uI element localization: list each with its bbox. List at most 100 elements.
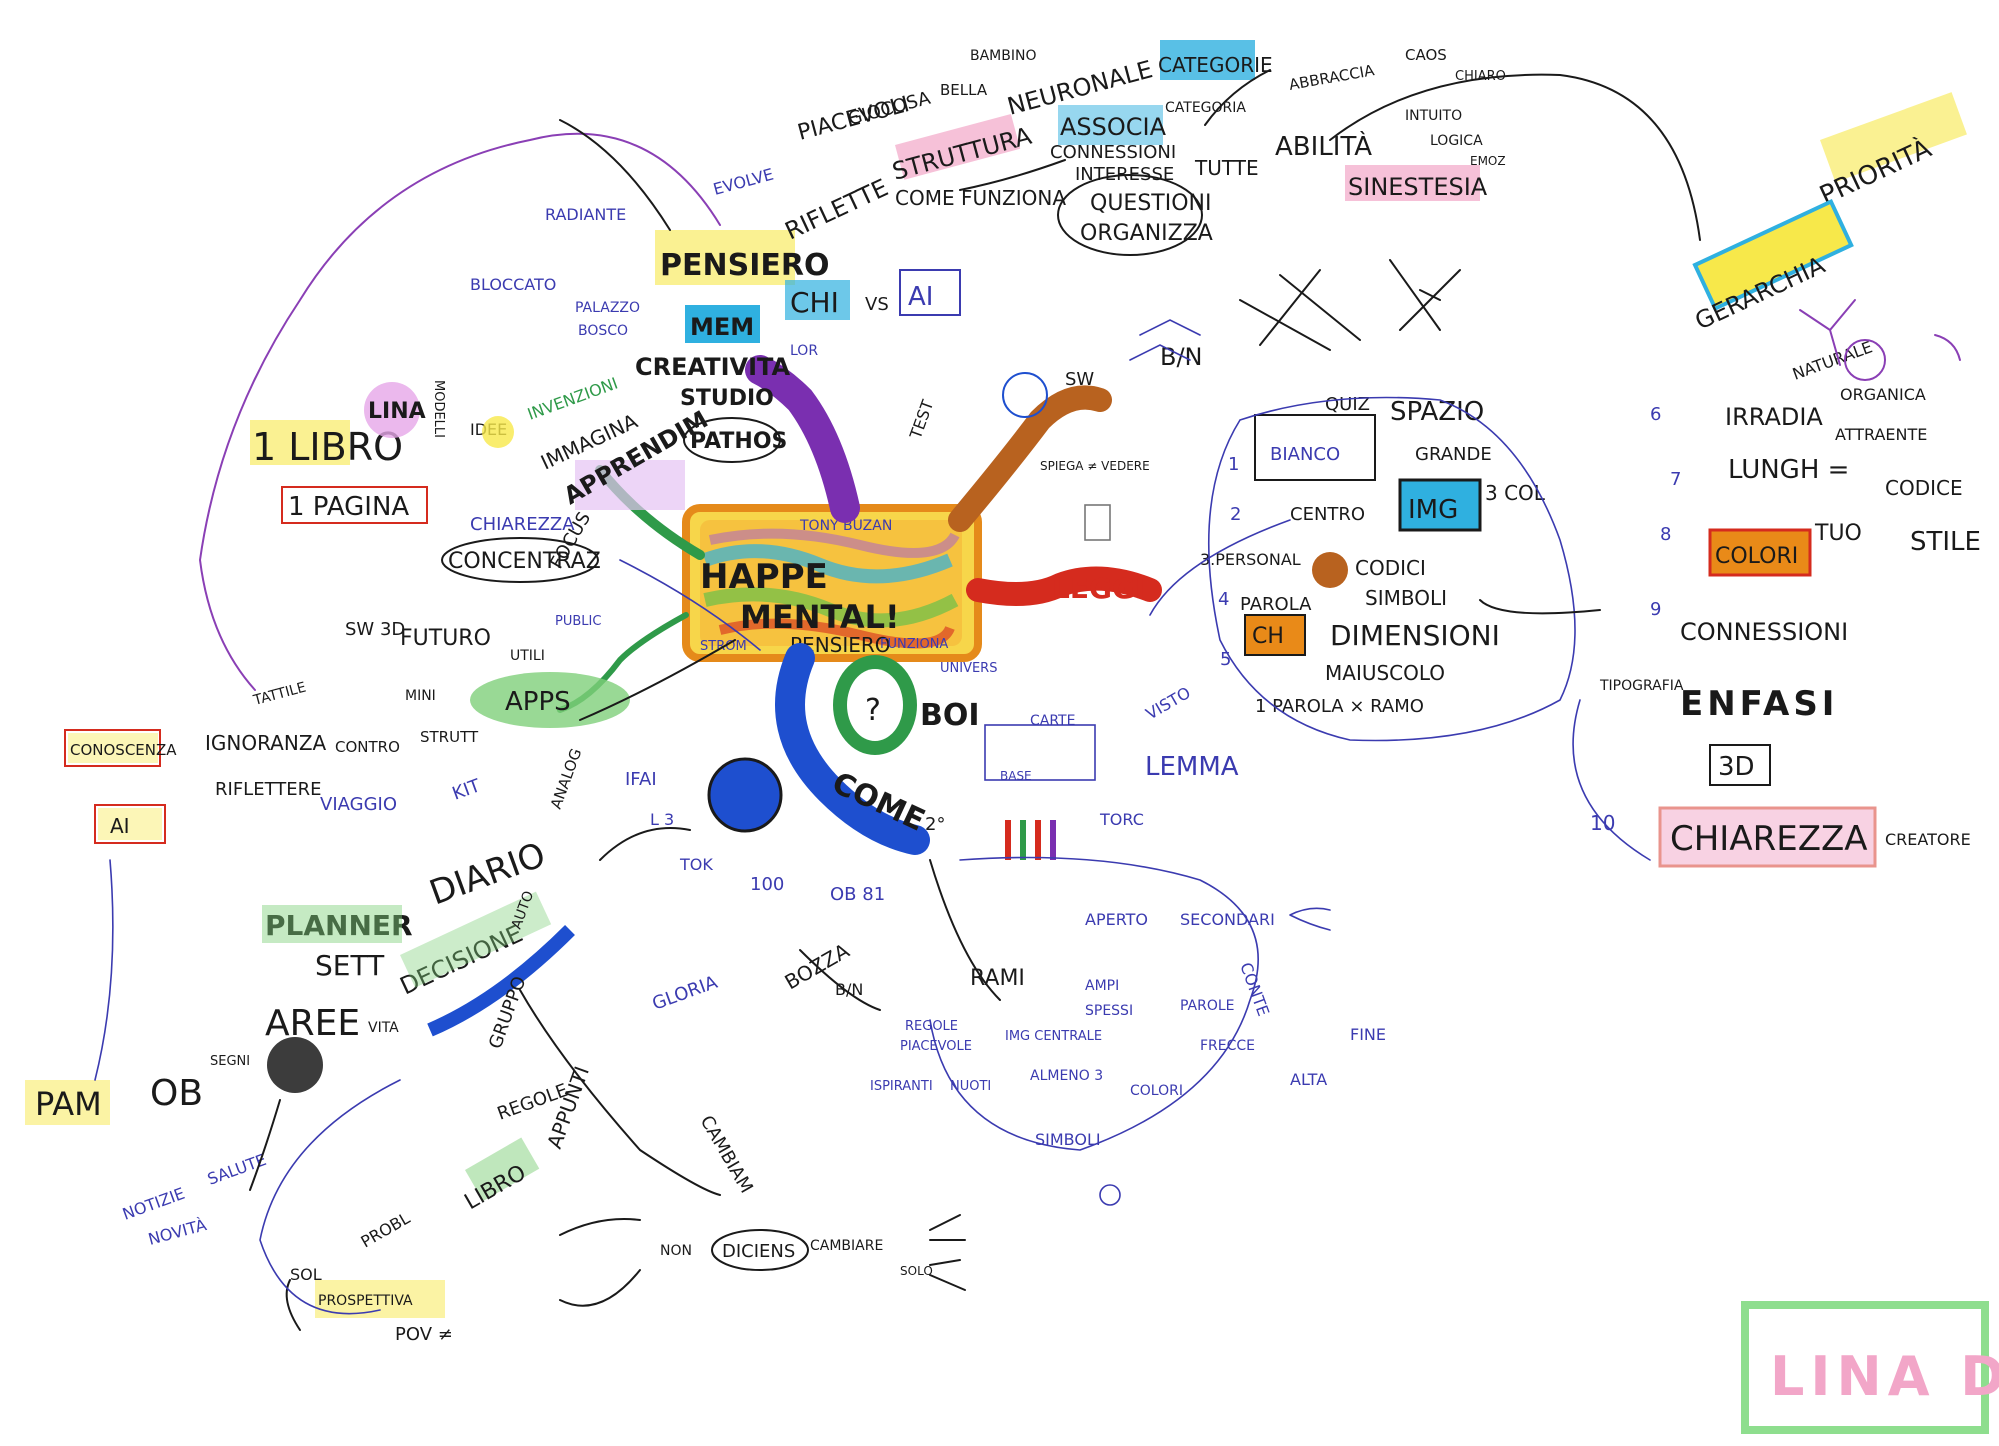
- label-tipografia: TIPOGRAFIA: [1599, 678, 1684, 694]
- label-tutte: TUTTE: [1194, 156, 1259, 180]
- label-parole: PAROLE: [1180, 998, 1235, 1014]
- label-carte: CARTE: [1030, 713, 1075, 729]
- label-3col: 3 COL: [1485, 481, 1546, 505]
- lower-right-cluster: CARTE BASE TORC VISTO LEMMA APERTO SECON…: [870, 683, 1386, 1206]
- label-sw: SW: [1065, 369, 1094, 390]
- label-conte: CONTE: [1236, 960, 1273, 1019]
- label-100: 100: [750, 874, 784, 895]
- label-ob: OB: [150, 1073, 203, 1114]
- label-maiuscolo: MAIUSCOLO: [1325, 661, 1445, 685]
- label-3d: 3D: [1718, 752, 1755, 782]
- lower-middle-cluster: ? BOI COME 2° IFAI L 3 TOK 100 OB 81 GLO…: [559, 655, 980, 1307]
- label-stile: STILE: [1910, 527, 1981, 557]
- label-palazzo: PALAZZO: [575, 300, 640, 316]
- label-nuoti: NUOTI: [950, 1079, 991, 1094]
- label-spessi: SPESSI: [1085, 1003, 1133, 1019]
- upper-left-cluster: PENSIERO MEM CREATIVITA STUDIO PATHOS AP…: [431, 165, 961, 510]
- label-connessioni-right: CONNESSIONI: [1680, 618, 1848, 646]
- label-util: UTILI: [510, 648, 545, 664]
- label-num-4: 4: [1218, 589, 1229, 610]
- label-tattile: TATTILE: [251, 680, 308, 710]
- label-invenzioni: INVENZIONI: [525, 374, 620, 424]
- doodles: [1084, 259, 1961, 541]
- label-sinestesia: SINESTESIA: [1348, 173, 1488, 201]
- central-title-2: MENTAL!: [740, 598, 900, 636]
- label-categoria: CATEGORIA: [1165, 100, 1246, 116]
- central-image: HAPPE MENTAL! PENSIERO TONY BUZAN STROM …: [682, 504, 997, 676]
- label-sw3d: SW 3D: [345, 619, 405, 640]
- label-grande: GRANDE: [1415, 444, 1492, 465]
- label-novita: NOVITÀ: [146, 1215, 208, 1249]
- label-pagina: 1 PAGINA: [288, 492, 409, 522]
- label-giocosa: GIOCOSA: [846, 88, 933, 130]
- label-creativita: CREATIVITA: [635, 353, 791, 381]
- label-diciens: DICIENS: [722, 1241, 795, 1262]
- label-public: PUBLIC: [555, 614, 601, 629]
- label-ch: CH: [1252, 624, 1284, 649]
- label-studio: STUDIO: [680, 386, 774, 411]
- central-top-note: TONY BUZAN: [799, 518, 892, 534]
- middle-right-cluster: QUIZ SPAZIO GRANDE BIANCO CENTRO IMG 3 C…: [1200, 394, 1576, 742]
- label-pam: PAM: [35, 1085, 102, 1123]
- label-strutt: STRUTT: [420, 728, 479, 746]
- label-centro: CENTRO: [1290, 504, 1365, 525]
- label-logica: LOGICA: [1430, 133, 1483, 149]
- signature-text: LINA DL: [1770, 1345, 1999, 1408]
- label-spazio: SPAZIO: [1390, 397, 1484, 427]
- label-mini: MINI: [405, 688, 436, 704]
- label-conoscenza: CONOSCENZA: [70, 741, 177, 759]
- label-test: TEST: [906, 397, 938, 442]
- label-analog: ANALOG: [547, 746, 585, 811]
- label-bloccato: BLOCCATO: [470, 275, 556, 294]
- label-concentrazione: CONCENTRAZ: [448, 549, 601, 574]
- label-contro: CONTRO: [335, 738, 400, 756]
- label-num-2: 2: [1230, 504, 1241, 525]
- label-vs: VS: [865, 294, 889, 315]
- label-ob81: OB 81: [830, 884, 885, 905]
- label-mem: MEM: [690, 313, 754, 341]
- label-secondari: SECONDARI: [1180, 910, 1275, 929]
- label-question: ?: [865, 693, 881, 728]
- label-img: IMG: [1408, 495, 1458, 525]
- label-solo: SOLO: [900, 1264, 933, 1278]
- label-num-5: 5: [1220, 649, 1231, 670]
- label-fine: FINE: [1350, 1025, 1386, 1044]
- label-pathos: PATHOS: [690, 429, 787, 454]
- label-aperto: APERTO: [1085, 910, 1148, 929]
- label-almeno3: ALMENO 3: [1030, 1068, 1103, 1084]
- label-abilita: ABILITÀ: [1275, 130, 1372, 162]
- label-futuro: FUTURO: [400, 626, 491, 651]
- label-lemma: LEMMA: [1145, 752, 1239, 782]
- label-rami: RAMI: [970, 966, 1025, 991]
- label-intuito: INTUITO: [1405, 108, 1462, 124]
- label-alta: ALTA: [1290, 1070, 1327, 1089]
- label-enfasi: ENFASI: [1680, 684, 1838, 724]
- label-apps: APPS: [505, 687, 571, 717]
- label-bella: BELLA: [940, 81, 988, 99]
- label-bn-top: B/N: [1160, 343, 1203, 371]
- label-num-6: 6: [1650, 404, 1661, 425]
- main-branches: [557, 355, 1162, 855]
- label-bianco: BIANCO: [1270, 444, 1340, 465]
- label-lungh: LUNGH =: [1728, 455, 1849, 485]
- label-riflettere: RIFLETTERE: [215, 779, 322, 800]
- label-num-9: 9: [1650, 599, 1661, 620]
- label-prospettiva: PROSPETTIVA: [318, 1293, 413, 1309]
- label-riflette: RIFLETTE: [781, 174, 893, 246]
- label-quiz: QUIZ: [1325, 394, 1370, 415]
- label-parola-ramo: 1 PAROLA × RAMO: [1255, 696, 1424, 717]
- right-cluster: PRIORITÀ GERARCHIA NATURALE ORGANICA ATT…: [1590, 92, 1981, 868]
- label-probl: PROBL: [358, 1208, 414, 1251]
- label-boi: BOI: [920, 698, 980, 733]
- label-bosco: BOSCO: [578, 323, 628, 339]
- label-categorie: CATEGORIE: [1158, 53, 1273, 77]
- label-radiante: RADIANTE: [545, 205, 626, 224]
- label-bambino: BAMBINO: [970, 48, 1037, 64]
- label-visto: VISTO: [1143, 683, 1194, 724]
- lower-left-cluster: DIARIO PLANNER SETT DECISIONE AUTO AREE …: [25, 835, 594, 1345]
- label-cambiare: CAMBIARE: [810, 1238, 883, 1254]
- label-sett: SETT: [315, 949, 385, 982]
- label-tuo: TUO: [1814, 521, 1862, 546]
- label-parola: PAROLA: [1240, 594, 1312, 615]
- label-lor: LOR: [790, 343, 818, 359]
